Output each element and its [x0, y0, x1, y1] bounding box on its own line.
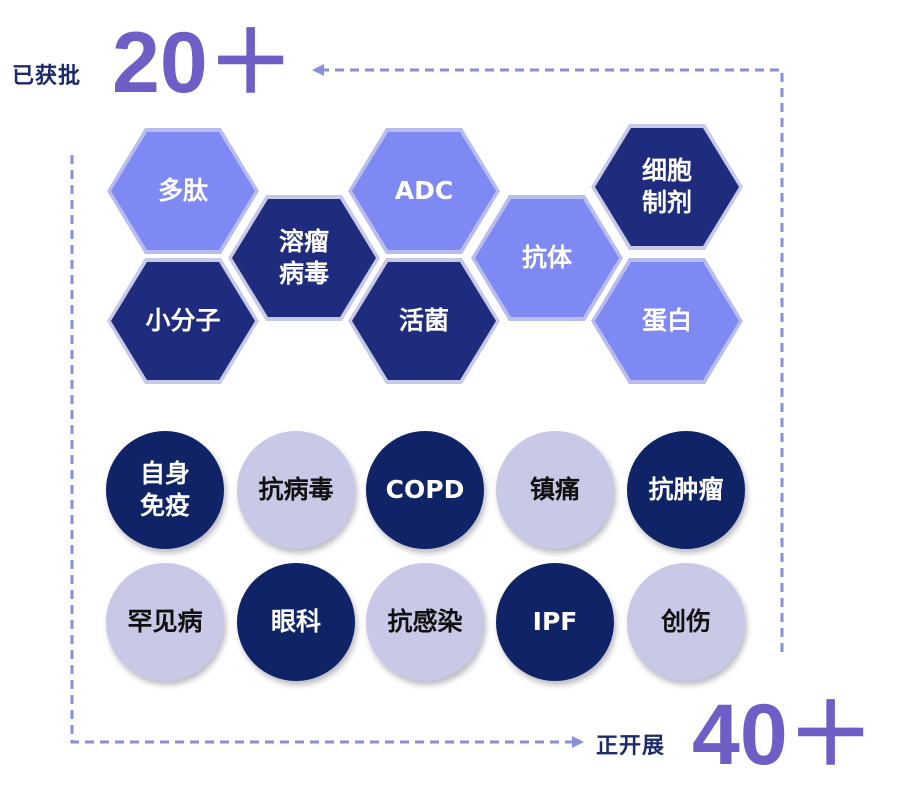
modality-label: 小分子 — [145, 306, 221, 335]
indication-circle: COPD — [366, 431, 484, 549]
indication-circle: 眼科 — [237, 563, 355, 681]
indication-label: 抗病毒 — [258, 475, 334, 504]
modality-label: 蛋白 — [641, 306, 692, 335]
indication-label: 自身 免疫 — [139, 459, 190, 520]
indication-circle: 抗感染 — [366, 563, 484, 681]
approved-count: 20＋ — [112, 15, 294, 111]
indication-label: 抗感染 — [387, 607, 463, 636]
modality-label: 抗体 — [521, 243, 572, 272]
indication-circle: IPF — [496, 563, 614, 681]
indication-circle: 自身 免疫 — [106, 431, 224, 549]
indication-circle: 抗病毒 — [237, 431, 355, 549]
modality-label: 活菌 — [398, 306, 449, 335]
modality-hexagon: ADC — [348, 128, 500, 254]
indication-label: IPF — [532, 607, 578, 636]
modality-label: 多肽 — [157, 176, 208, 205]
arrow-to-approved — [312, 64, 784, 652]
indication-label: 创伤 — [660, 607, 711, 636]
modality-hexagon-fill — [352, 132, 496, 250]
modality-label: 细胞 制剂 — [641, 156, 692, 217]
approved-label: 已获批 — [12, 64, 82, 89]
modality-label: ADC — [394, 176, 454, 205]
indication-circle: 抗肿瘤 — [627, 431, 745, 549]
indication-label: COPD — [385, 475, 465, 504]
indication-circle: 罕见病 — [106, 563, 224, 681]
indication-label: 罕见病 — [127, 607, 203, 636]
modality-hexagon-fill — [111, 132, 255, 250]
indication-circle: 创伤 — [627, 563, 745, 681]
in-progress-label: 正开展 — [596, 734, 666, 759]
arrow-to-in-progress — [70, 155, 584, 748]
modality-hexagon: 活菌 — [348, 258, 500, 384]
indication-label: 抗肿瘤 — [648, 475, 724, 504]
indication-circle: 镇痛 — [496, 431, 614, 549]
modality-label: 溶瘤 病毒 — [278, 227, 329, 288]
indication-label: 眼科 — [270, 607, 321, 636]
indication-label: 镇痛 — [529, 475, 580, 504]
in-progress-count: 40＋ — [692, 687, 874, 783]
modality-hexagon-fill — [595, 128, 739, 246]
